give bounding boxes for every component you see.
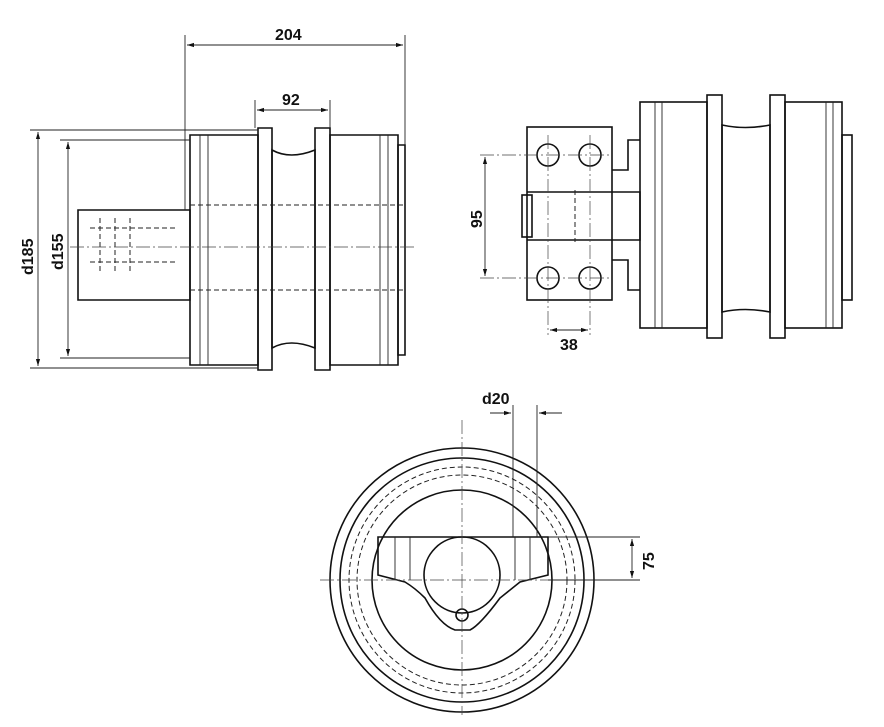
dim-bolt-hole-diameter: d20	[482, 391, 510, 408]
dim-bracket-height: 75	[641, 552, 658, 570]
dim-outer-diameter: d185	[20, 238, 37, 275]
dim-bolt-horizontal-spacing: 38	[560, 337, 578, 354]
dim-tread-diameter: d155	[50, 233, 67, 270]
dim-bolt-vertical-spacing: 95	[469, 210, 486, 228]
front-view: 95 38	[469, 94, 853, 354]
side-view: 204 92 d185 d155	[20, 27, 415, 371]
dim-flange-spacing: 92	[282, 92, 300, 109]
end-view: d20 75	[320, 391, 658, 715]
dim-overall-length: 204	[275, 27, 302, 44]
